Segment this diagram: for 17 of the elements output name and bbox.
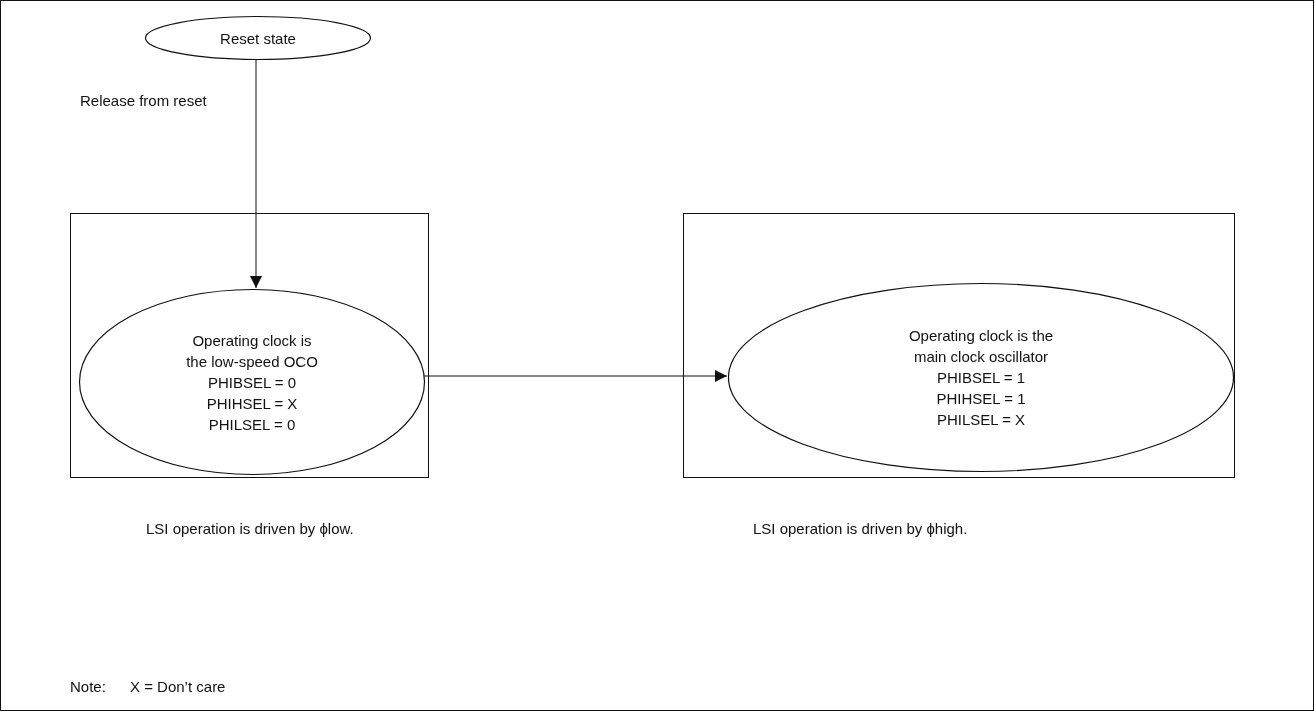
state-box — [70, 213, 429, 478]
register-setting: PHIBSEL = 1 — [936, 368, 1026, 388]
state-description: Operating clock is the low-speed OCO — [185, 330, 319, 372]
register-setting: PHILSEL = 0 — [208, 414, 296, 435]
arrow — [423, 370, 728, 382]
state-description: Reset state — [220, 28, 296, 49]
state-description: Operating clock is the main clock oscillator — [907, 326, 1055, 367]
register-setting: PHILSEL = X — [936, 410, 1026, 430]
note-heading: Note: — [70, 678, 106, 696]
box-caption: LSI operation is driven by ϕlow. — [146, 520, 354, 538]
register-setting: PHIBSEL = 0 — [207, 372, 297, 393]
register-setting: PHIHSEL = X — [206, 393, 298, 414]
register-setting: PHIHSEL = 1 — [936, 389, 1026, 409]
note-text: X = Don’t care — [130, 678, 226, 696]
state-box — [683, 213, 1235, 478]
box-caption: LSI operation is driven by ϕhigh. — [753, 520, 968, 538]
arrow — [250, 59, 262, 289]
